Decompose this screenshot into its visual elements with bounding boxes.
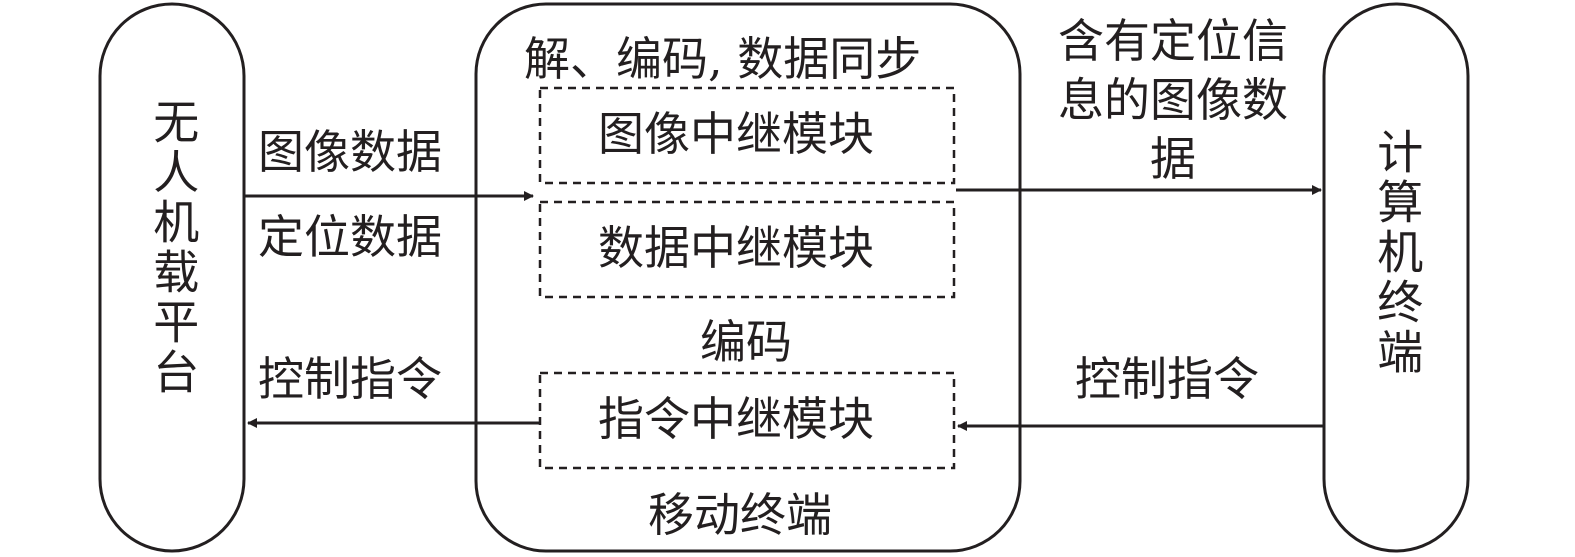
uav-platform-node xyxy=(98,2,246,553)
mobile-terminal-node xyxy=(474,2,1022,553)
mobile-terminal-label: 移动终端 xyxy=(648,488,832,542)
image-relay-module-box xyxy=(538,86,956,185)
image-relay-module-label: 图像中继模块 xyxy=(598,107,874,161)
control-command-right-label: 控制指令 xyxy=(1075,352,1259,406)
command-relay-module-box xyxy=(538,371,956,470)
computer-terminal-node xyxy=(1322,2,1470,553)
control-command-left-label: 控制指令 xyxy=(258,352,442,406)
image-with-location-label: 含有定位信息的图像数据 xyxy=(1058,14,1288,186)
location-data-label: 定位数据 xyxy=(258,210,442,264)
command-relay-module-label: 指令中继模块 xyxy=(598,392,874,446)
encode-label: 编码 xyxy=(700,315,792,369)
computer-terminal-label: 计算机终端 xyxy=(1370,128,1425,378)
uav-platform-label: 无人机载平台 xyxy=(146,98,201,398)
data-relay-module-label: 数据中继模块 xyxy=(598,221,874,275)
decode-sync-label: 解、编码, 数据同步 xyxy=(524,32,922,86)
image-data-label: 图像数据 xyxy=(258,125,442,179)
data-relay-module-box xyxy=(538,200,956,299)
